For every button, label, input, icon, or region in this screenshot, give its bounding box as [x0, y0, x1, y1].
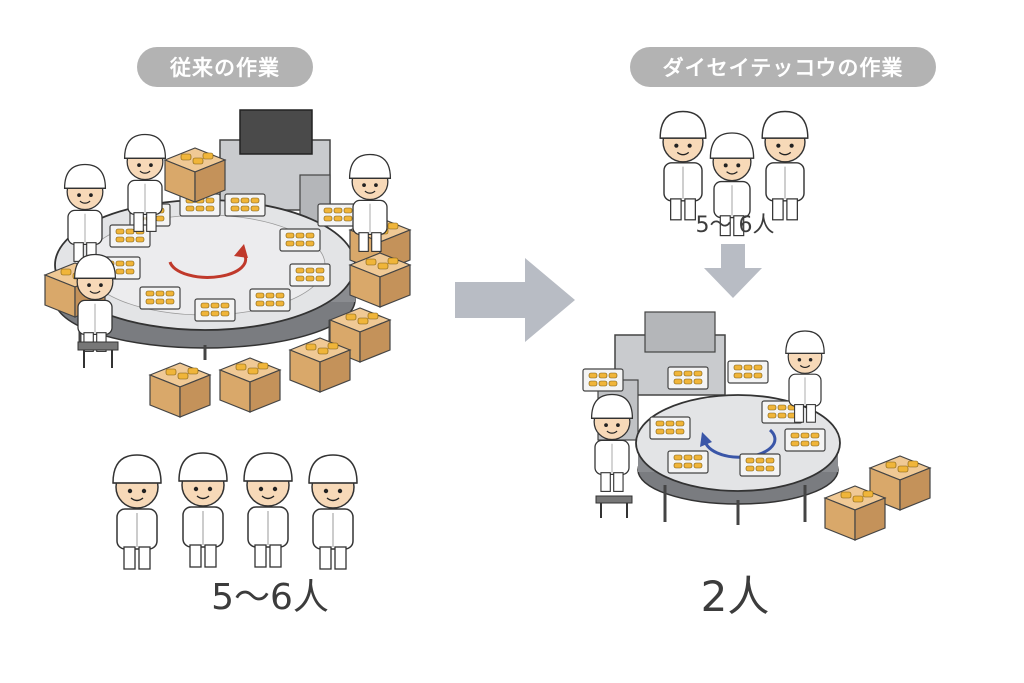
before-turntable-scene — [44, 109, 411, 418]
after-operators-label: 2人 — [700, 572, 770, 621]
worker-icon — [178, 452, 228, 568]
before-title-pill: 従来の作業 — [137, 47, 313, 87]
worker-icon — [659, 110, 707, 221]
after-staff-label: 5〜 6人 — [695, 213, 775, 238]
before-workers-row — [112, 452, 358, 570]
worker-icon — [761, 110, 809, 221]
before-title: 従来の作業 — [170, 56, 280, 80]
after-title-pill: ダイセイテッコウの作業 — [630, 47, 936, 87]
transition-arrow-icon — [455, 258, 575, 342]
after-turntable-scene — [582, 311, 931, 541]
worker-icon — [112, 454, 162, 570]
worker-icon — [308, 454, 358, 570]
worker-icon — [243, 452, 293, 568]
down-arrow-icon — [704, 244, 762, 298]
after-title: ダイセイテッコウの作業 — [662, 56, 904, 80]
before-workers-label: 5〜6人 — [211, 577, 329, 618]
